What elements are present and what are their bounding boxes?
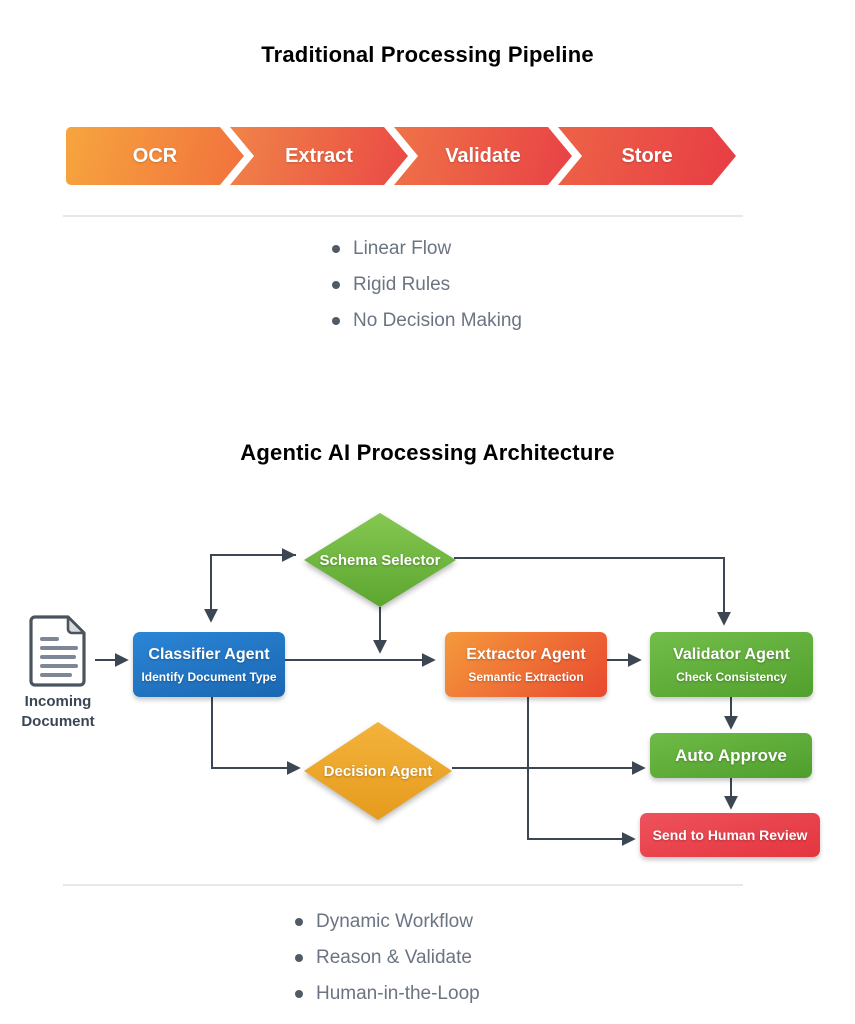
pipeline-step-label: Store [621, 144, 673, 167]
node-title: Extractor Agent [466, 645, 586, 663]
pipeline-step-label: OCR [132, 144, 178, 167]
classifier-agent-node: Classifier Agent Identify Document Type [133, 632, 285, 697]
node-subtitle: Semantic Extraction [468, 669, 584, 684]
traditional-bullet-list: Linear Flow Rigid Rules No Decision Maki… [332, 238, 522, 332]
bullet-icon [332, 317, 340, 325]
bullet-text: No Decision Making [353, 310, 522, 331]
pipeline-step-ocr: OCR [66, 127, 244, 185]
send-to-human-review-node: Send to Human Review [640, 813, 820, 857]
pipeline-step-label: Validate [445, 144, 521, 167]
node-title: Send to Human Review [652, 827, 808, 843]
pipeline-chevron-strip: OCR Extract Validate Store [66, 127, 736, 185]
agentic-architecture-title: Agentic AI Processing Architecture [240, 440, 615, 465]
document-icon [29, 615, 86, 687]
bullet-icon [332, 245, 340, 253]
list-item: No Decision Making [332, 310, 522, 332]
flowchart-connectors [95, 548, 738, 846]
bullet-icon [295, 954, 303, 962]
list-item: Human-in-the-Loop [295, 983, 480, 1005]
diamond-shape: Decision Agent [304, 722, 452, 820]
diamond-shape: Schema Selector [304, 513, 456, 607]
bullet-icon [295, 990, 303, 998]
bullet-text: Rigid Rules [353, 274, 451, 295]
node-title: Decision Agent [323, 762, 433, 780]
node-title: Auto Approve [675, 745, 787, 765]
pipeline-step-extract: Extract [230, 127, 408, 185]
incoming-document-label: Incoming Document [21, 693, 95, 731]
pipeline-step-store: Store [558, 127, 736, 185]
bullet-text: Linear Flow [353, 238, 452, 259]
list-item: Linear Flow [332, 238, 522, 260]
section-divider [63, 215, 743, 217]
extractor-agent-node: Extractor Agent Semantic Extraction [445, 632, 607, 697]
list-item: Reason & Validate [295, 947, 480, 969]
bullet-icon [295, 918, 303, 926]
node-title: Validator Agent [673, 645, 790, 663]
bullet-text: Reason & Validate [316, 947, 472, 968]
node-title: Classifier Agent [148, 645, 270, 663]
schema-selector-node: Schema Selector [304, 513, 456, 607]
pipeline-step-validate: Validate [394, 127, 572, 185]
bullet-text: Dynamic Workflow [316, 911, 473, 932]
agentic-flowchart: Incoming Document Classifier Agent Ident… [0, 498, 855, 873]
list-item: Dynamic Workflow [295, 911, 480, 933]
bullet-text: Human-in-the-Loop [316, 983, 480, 1004]
decision-agent-node: Decision Agent [304, 722, 452, 820]
list-item: Rigid Rules [332, 274, 522, 296]
node-title: Schema Selector [319, 551, 441, 569]
pipeline-step-label: Extract [285, 144, 353, 167]
bullet-icon [332, 281, 340, 289]
agentic-bullet-list: Dynamic Workflow Reason & Validate Human… [295, 911, 480, 1005]
node-subtitle: Check Consistency [676, 669, 787, 684]
node-subtitle: Identify Document Type [141, 669, 277, 684]
section-divider [63, 884, 743, 886]
validator-agent-node: Validator Agent Check Consistency [650, 632, 813, 697]
auto-approve-node: Auto Approve [650, 733, 812, 778]
traditional-pipeline-title: Traditional Processing Pipeline [261, 42, 594, 67]
